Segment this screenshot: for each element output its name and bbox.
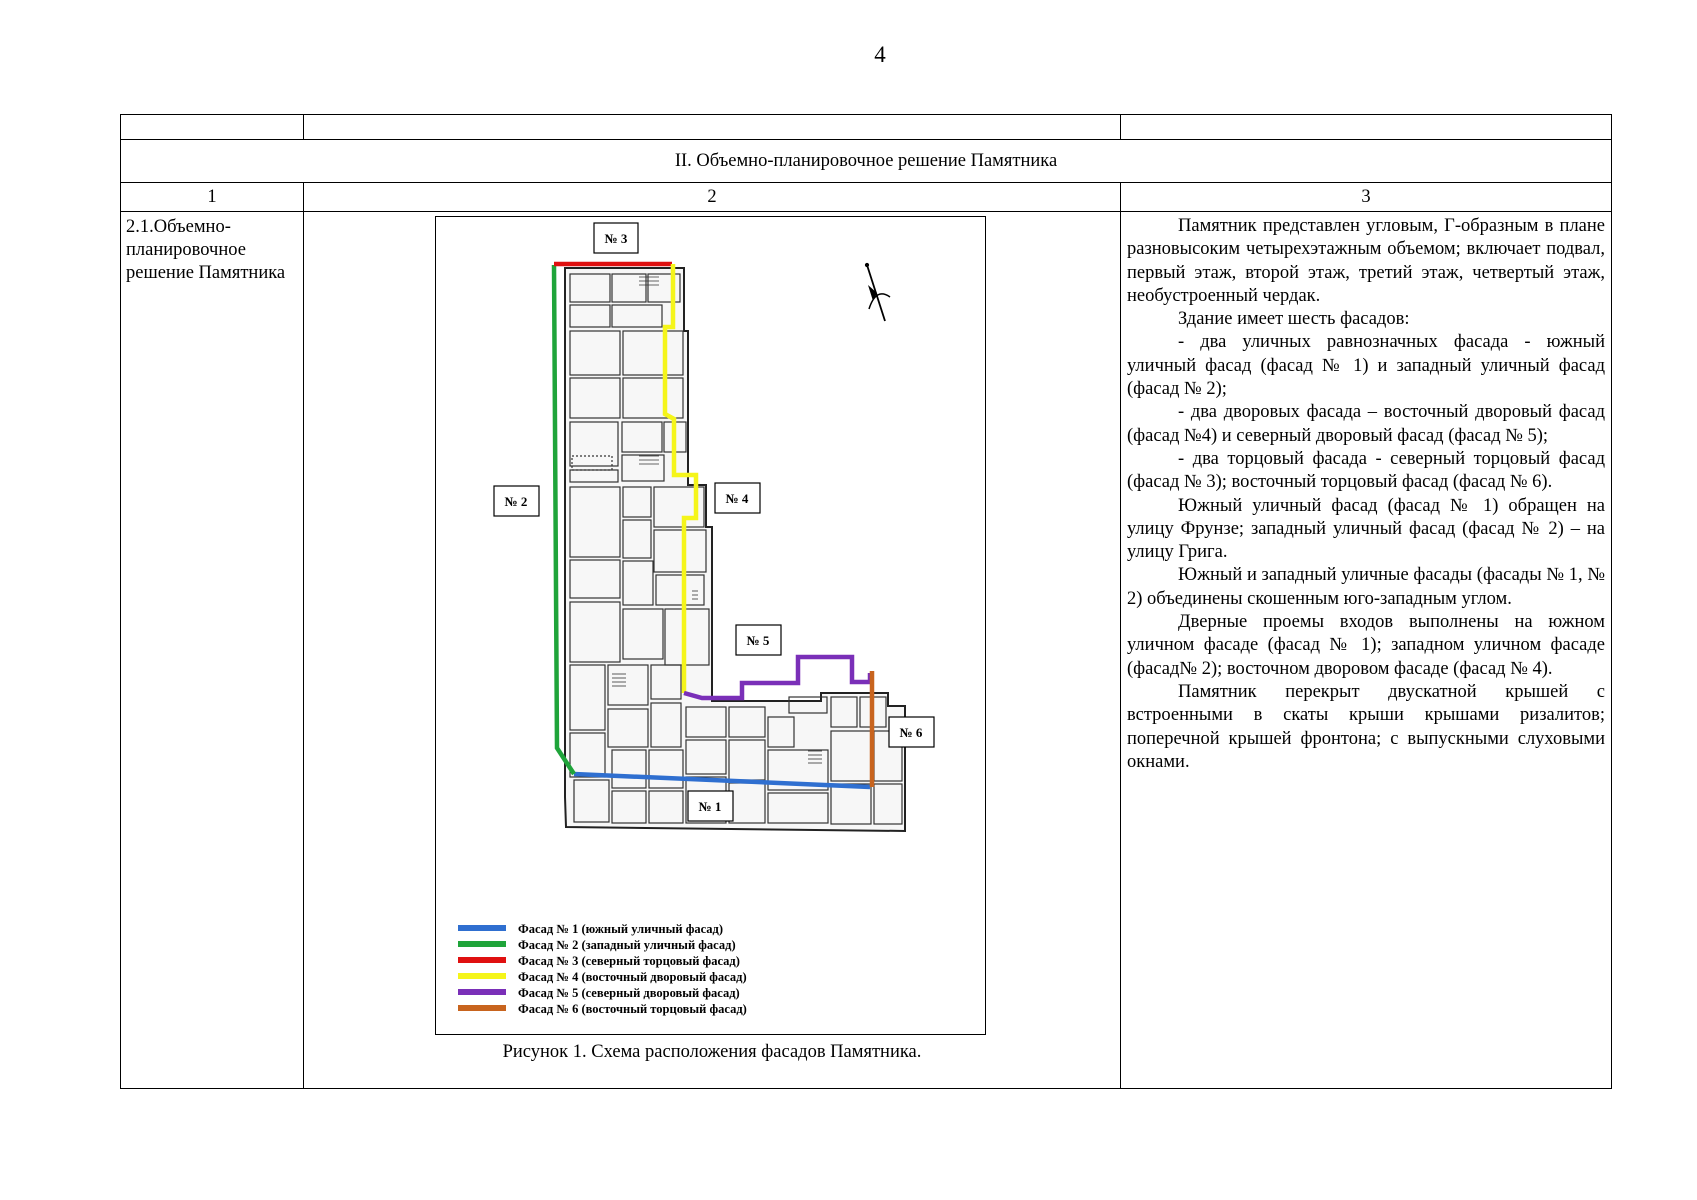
row-name: 2.1.Объемно-планировочное решение Памятн… [120, 211, 304, 1089]
description-paragraph: Здание имеет шесть фасадов: [1178, 309, 1410, 330]
legend-item-5: Фасад № 5 (северный дворовый фасад) [518, 986, 740, 1000]
label-facade-5: № 5 [747, 633, 770, 648]
figure-cell: № 3 № 2 № 4 № 5 № 6 № 1 [303, 211, 1121, 1089]
legend-item-2: Фасад № 2 (западный уличный фасад) [518, 938, 736, 952]
table-row: 2.1.Объемно-планировочное решение Памятн… [120, 211, 1612, 1089]
description-paragraph: Памятник представлен угловым, Г-образным… [1127, 216, 1605, 306]
legend-swatch-1 [458, 925, 506, 931]
table-blank-header-row [120, 114, 1612, 140]
description-paragraph: Памятник перекрыт двускатной крышей с вс… [1127, 681, 1605, 772]
north-arrow-icon [864, 262, 891, 322]
description-paragraph: Южный и западный уличные фасады (фасады … [1127, 565, 1605, 609]
blank-cell [120, 114, 304, 140]
facade-scheme-figure: № 3 № 2 № 4 № 5 № 6 № 1 [435, 216, 986, 1035]
column-number-1: 1 [120, 182, 304, 212]
facade-4-line [662, 264, 699, 693]
description-paragraph: - два уличных равнозначных фасада - южны… [1127, 332, 1605, 400]
column-numbers-row: 1 2 3 [120, 182, 1612, 212]
legend-swatch-3 [458, 957, 506, 963]
label-facade-2: № 2 [505, 494, 528, 509]
legend-swatch-2 [458, 941, 506, 947]
facade-legend: Фасад № 1 (южный уличный фасад) Фасад № … [458, 922, 747, 1016]
passport-table: II. Объемно-планировочное решение Памятн… [120, 114, 1612, 1089]
facade-outlines [551, 261, 875, 790]
description-paragraph: Южный уличный фасад (фасад № 1) обращен … [1127, 495, 1605, 563]
legend-swatch-5 [458, 989, 506, 995]
label-facade-1: № 1 [699, 799, 722, 814]
label-facade-4: № 4 [726, 491, 749, 506]
label-facade-6: № 6 [900, 725, 923, 740]
section-title-row: II. Объемно-планировочное решение Памятн… [120, 139, 1612, 183]
blank-cell [1120, 114, 1612, 140]
page-number: 4 [874, 42, 886, 67]
floor-plan [564, 267, 906, 833]
blank-cell [303, 114, 1121, 140]
column-number-2: 2 [303, 182, 1121, 212]
description-paragraph: - два дворовых фасада – восточный дворов… [1127, 402, 1605, 446]
facade-1-line [573, 771, 871, 790]
section-title: II. Объемно-планировочное решение Памятн… [120, 139, 1612, 183]
legend-swatch-6 [458, 1005, 506, 1011]
figure-caption: Рисунок 1. Схема расположения фасадов Па… [502, 1042, 922, 1062]
legend-item-3: Фасад № 3 (северный торцовый фасад) [518, 954, 740, 968]
description-cell: Памятник представлен угловым, Г-образным… [1120, 211, 1612, 1089]
label-facade-3: № 3 [605, 231, 628, 246]
legend-item-6: Фасад № 6 (восточный торцовый фасад) [518, 1002, 747, 1016]
column-number-3: 3 [1120, 182, 1612, 212]
facade-scheme-drawing: № 3 № 2 № 4 № 5 № 6 № 1 [458, 222, 935, 1016]
description-paragraph: Дверные проемы входов выполнены на южном… [1127, 612, 1605, 679]
description-paragraph: - два торцовый фасада - северный торцовы… [1127, 448, 1605, 493]
legend-swatch-4 [458, 973, 506, 979]
legend-item-1: Фасад № 1 (южный уличный фасад) [518, 922, 723, 936]
facade-5-line [683, 654, 873, 701]
facade-labels: № 3 № 2 № 4 № 5 № 6 № 1 [493, 222, 935, 822]
legend-item-4: Фасад № 4 (восточный дворовый фасад) [518, 970, 747, 984]
facade-2-line [551, 264, 576, 776]
